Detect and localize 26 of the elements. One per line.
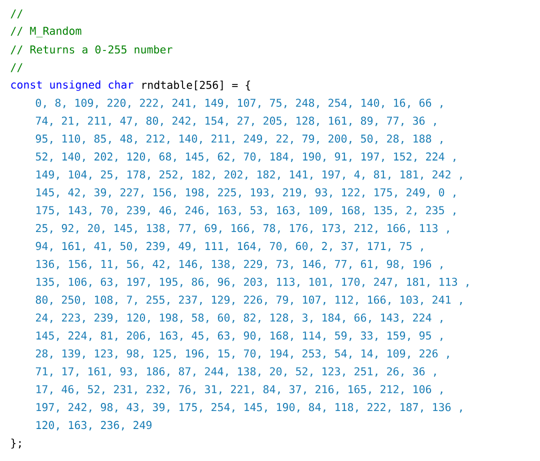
number-row: 71, 17, 161, 93, 186, 87, 244, 138, 20, 52, 123, 251, 26, 36 , [36,367,436,377]
code-keyword: const unsigned char [11,80,134,91]
code-comment: // [10,10,22,18]
code-line: rndtable[256] = { [142,80,250,91]
number-row: 197, 242, 98, 43, 39, 175, 254, 145, 190, 84, 118, 222, 187, 136 , [36,403,462,413]
number-row: 145, 224, 81, 206, 163, 45, 63, 90, 168, 114, 59, 33, 159, 95 , [36,331,442,341]
code-comment: // [10,63,22,72]
number-row: 175, 143, 70, 239, 46, 246, 163, 53, 163, 109, 168, 135, 2, 235 , [36,206,456,216]
number-row: 17, 46, 52, 231, 232, 76, 31, 221, 84, 37, 216, 165, 212, 106 , [36,385,442,395]
number-row: 0, 8, 109, 220, 222, 241, 149, 107, 75, 248, 254, 140, 16, 66 , [36,98,442,108]
number-row: 136, 156, 11, 56, 42, 146, 138, 229, 73, 146, 77, 61, 98, 196 , [36,260,442,270]
number-row: 24, 223, 239, 120, 198, 58, 60, 82, 128, 3, 184, 66, 143, 224 , [36,314,442,324]
code-comment: // Returns a 0-255 number [10,45,172,54]
number-row: 145, 42, 39, 227, 156, 198, 225, 193, 219, 93, 122, 175, 249, 0 , [36,188,456,198]
number-row: 25, 92, 20, 145, 138, 77, 69, 166, 78, 176, 173, 212, 166, 113 , [36,224,449,234]
code-comment: // M_Random [10,26,82,38]
number-row: 52, 140, 202, 120, 68, 145, 62, 70, 184, 190, 91, 197, 152, 224 , [36,152,456,162]
number-row: 74, 21, 211, 47, 80, 242, 154, 27, 205, 128, 161, 89, 77, 36 , [36,116,436,126]
number-row: 95, 110, 85, 48, 212, 140, 211, 249, 22, 79, 200, 50, 28, 188 , [36,134,442,144]
number-row: 94, 161, 41, 50, 239, 49, 111, 164, 70, 60, 2, 37, 171, 75 , [36,242,423,252]
number-row: 80, 250, 108, 7, 255, 237, 129, 226, 79, 107, 112, 166, 103, 241 , [36,296,462,306]
number-row: 135, 106, 63, 197, 195, 86, 96, 203, 113, 101, 170, 247, 181, 113 , [36,278,468,288]
code-line: }; [11,438,21,449]
number-row: 120, 163, 236, 249 [36,420,152,430]
number-row: 28, 139, 123, 98, 125, 196, 15, 70, 194, 253, 54, 14, 109, 226 , [36,349,449,359]
number-row: 149, 104, 25, 178, 252, 182, 202, 182, 141, 197, 4, 81, 181, 242 , [36,170,462,180]
